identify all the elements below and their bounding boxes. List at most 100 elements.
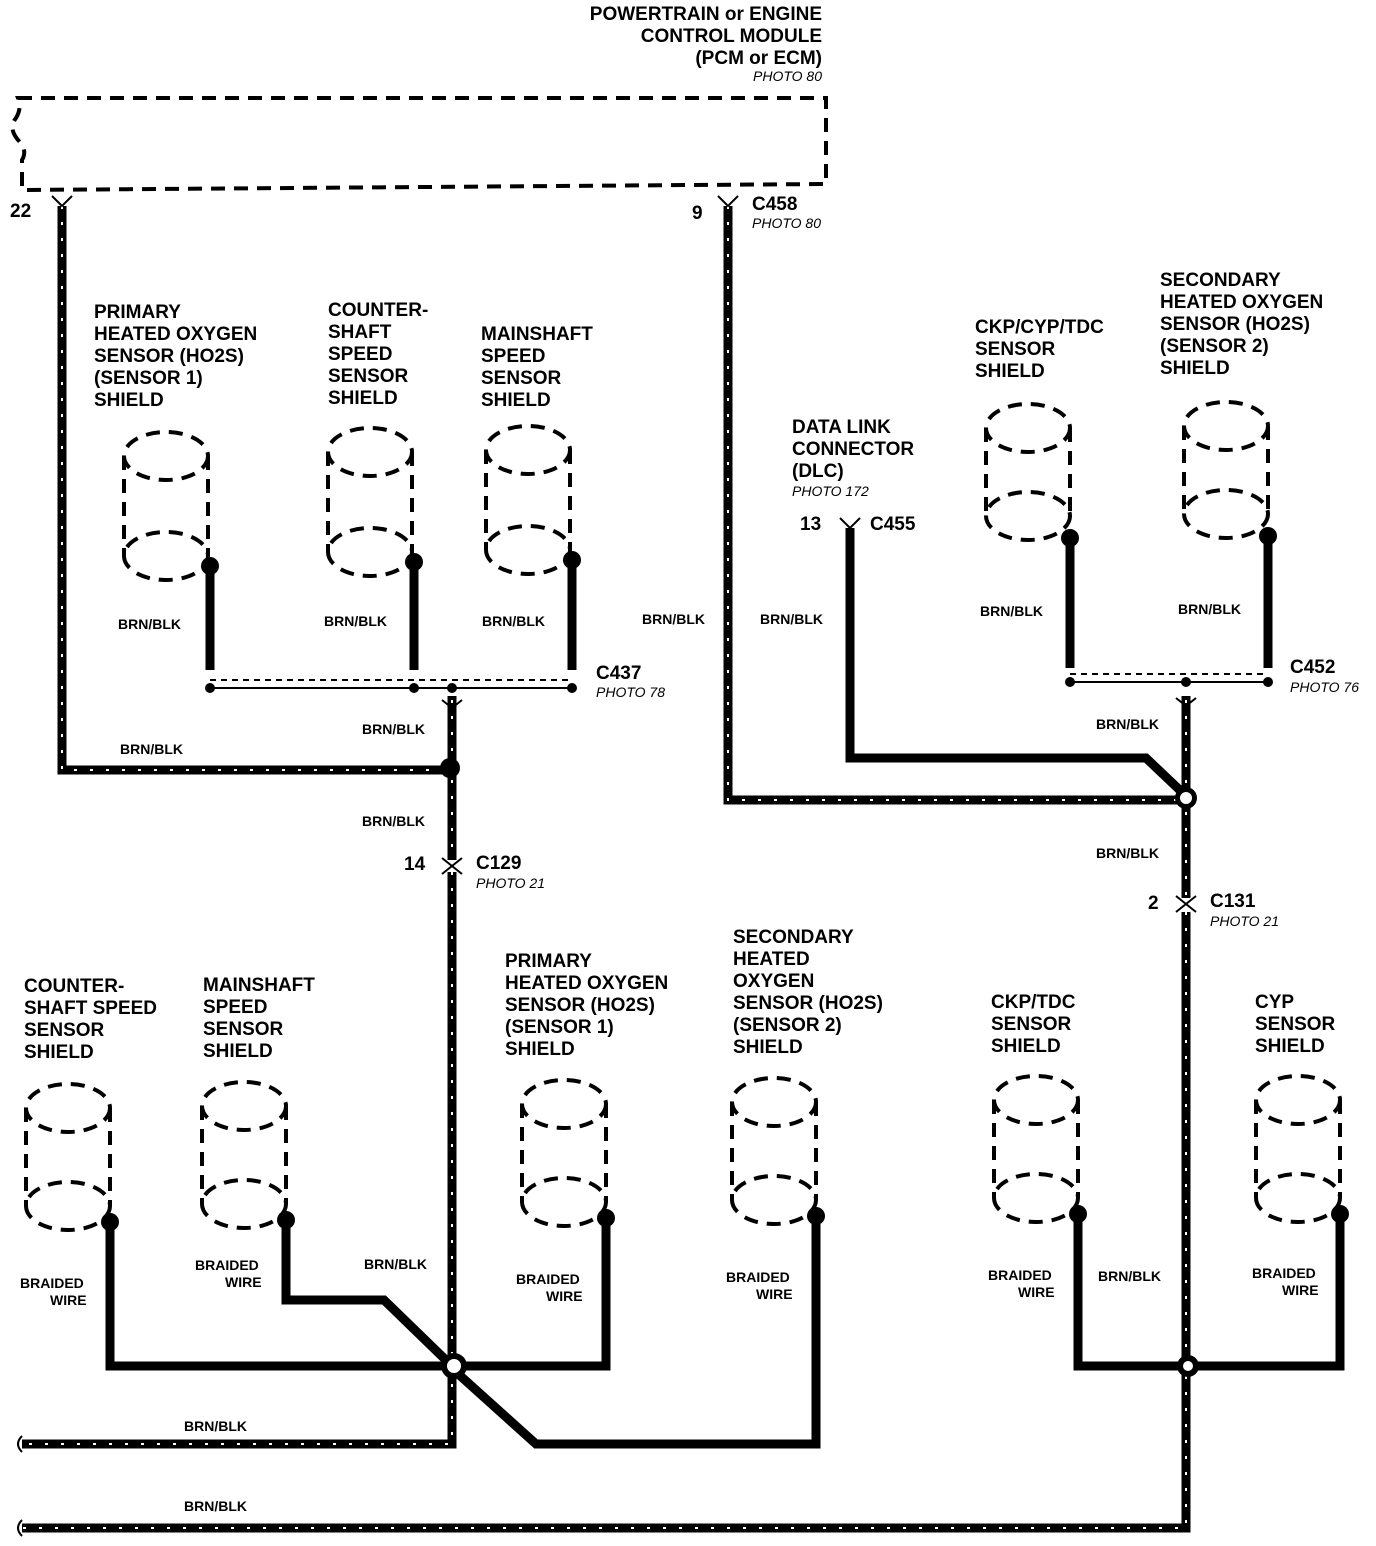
wire-label-c437-out: BRN/BLK [362, 721, 425, 737]
pcm-photo-ref: PHOTO 80 [753, 68, 822, 84]
c455-label: C455 [870, 514, 916, 535]
top-shield-4-line-3: SHIELD [975, 361, 1045, 382]
connector-symbols [51, 195, 1197, 913]
bottom-shield-5-line-1: CKP/TDC [991, 992, 1076, 1013]
braided-label-5-line-2: WIRE [1018, 1284, 1055, 1300]
top-shield-2-line-2: SHAFT [328, 322, 392, 343]
wire-label-top-1: BRN/BLK [118, 616, 181, 632]
top-shield-5-line-5: SHIELD [1160, 358, 1230, 379]
braided-label-4-line-1: BRAIDED [726, 1269, 790, 1285]
bottom-shield-2-line-1: MAINSHAFT [203, 975, 315, 996]
top-shield-1-line-5: SHIELD [94, 390, 164, 411]
wire-label-pcm22: BRN/BLK [120, 741, 183, 757]
c131-label: C131 [1210, 891, 1256, 912]
bottom-shield-1-line-2: SHAFT SPEED [24, 998, 157, 1019]
splice-points [205, 677, 1273, 1379]
bottom-shield-1-line-3: SENSOR [24, 1020, 105, 1041]
wire-label-pcm9: BRN/BLK [642, 611, 705, 627]
braided-label-3-line-1: BRAIDED [516, 1271, 580, 1287]
top-shield-1-line-1: PRIMARY [94, 302, 181, 323]
c129-label: C129 [476, 853, 521, 874]
bottom-shield-4-line-6: SHIELD [733, 1037, 803, 1058]
pin-9-label: 9 [692, 203, 703, 224]
bottom-shield-3-line-5: SHIELD [505, 1039, 575, 1060]
bottom-shield-4-line-5: (SENSOR 2) [733, 1015, 842, 1036]
top-shield-5-line-1: SECONDARY [1160, 270, 1281, 291]
wire-label-c131-down: BRN/BLK [1098, 1268, 1161, 1284]
bottom-shield-1-line-1: COUNTER- [24, 976, 124, 997]
braided-label-3-line-2: WIRE [546, 1288, 583, 1304]
top-shield-2-line-3: SPEED [328, 344, 392, 365]
braided-label-2-line-2: WIRE [225, 1274, 262, 1290]
pin-2-label: 2 [1148, 893, 1159, 914]
top-shield-2-line-4: SENSOR [328, 366, 409, 387]
bottom-shield-cylinders [24, 1074, 1349, 1232]
top-shield-2-line-5: SHIELD [328, 388, 398, 409]
bottom-shield-6-line-2: SENSOR [1255, 1014, 1336, 1035]
top-shield-5-line-4: (SENSOR 2) [1160, 336, 1269, 357]
braided-label-6-line-1: BRAIDED [1252, 1265, 1316, 1281]
bottom-shield-1-line-4: SHIELD [24, 1042, 94, 1063]
c437-photo: PHOTO 78 [596, 684, 665, 700]
pcm-title-line-2: CONTROL MODULE [641, 26, 822, 47]
wire-harness [17, 206, 1345, 1537]
bottom-shield-4-line-3: OXYGEN [733, 971, 814, 992]
top-shield-3-line-2: SPEED [481, 346, 545, 367]
wire-label-top-2: BRN/BLK [324, 613, 387, 629]
bottom-shield-4-line-1: SECONDARY [733, 927, 854, 948]
wire-label-top-5: BRN/BLK [1178, 601, 1241, 617]
c452-photo: PHOTO 76 [1290, 679, 1359, 695]
braided-label-4-line-2: WIRE [756, 1286, 793, 1302]
bottom-shield-4-line-2: HEATED [733, 949, 810, 970]
top-shield-5-line-2: HEATED OXYGEN [1160, 292, 1323, 313]
wire-label-ground-2: BRN/BLK [184, 1498, 247, 1514]
dlc-line-2: CONNECTOR [792, 439, 914, 460]
bottom-shield-3-line-2: HEATED OXYGEN [505, 973, 668, 994]
bottom-shield-5-line-2: SENSOR [991, 1014, 1072, 1035]
wire-label-c452-out: BRN/BLK [1096, 716, 1159, 732]
braided-label-6-line-2: WIRE [1282, 1282, 1319, 1298]
pcm-title-line-3: (PCM or ECM) [695, 48, 822, 69]
top-shield-labels: PRIMARY HEATED OXYGEN SENSOR (HO2S) (SEN… [94, 270, 1323, 411]
wire-label-c129-down: BRN/BLK [364, 1256, 427, 1272]
top-shield-4-line-2: SENSOR [975, 339, 1056, 360]
c458-label: C458 [752, 194, 797, 215]
bottom-shield-6-line-3: SHIELD [1255, 1036, 1325, 1057]
top-shield-1-line-4: (SENSOR 1) [94, 368, 203, 389]
c131-photo: PHOTO 21 [1210, 913, 1279, 929]
top-shield-3-line-4: SHIELD [481, 390, 551, 411]
bottom-shield-2-line-3: SENSOR [203, 1019, 284, 1040]
wire-color-labels: BRN/BLK BRN/BLK BRN/BLK BRN/BLK BRN/BLK … [20, 601, 1319, 1514]
c452-label: C452 [1290, 657, 1335, 678]
pin-22-label: 22 [10, 201, 31, 222]
dlc-line-3: (DLC) [792, 461, 844, 482]
wire-label-top-4: BRN/BLK [980, 603, 1043, 619]
wire-label-ground-1: BRN/BLK [184, 1418, 247, 1434]
dlc-photo: PHOTO 172 [792, 483, 869, 499]
top-shield-3-line-1: MAINSHAFT [481, 324, 593, 345]
braided-label-5-line-1: BRAIDED [988, 1267, 1052, 1283]
dlc-line-1: DATA LINK [792, 417, 891, 438]
bottom-shield-3-line-4: (SENSOR 1) [505, 1017, 614, 1038]
pcm-module: POWERTRAIN or ENGINE CONTROL MODULE (PCM… [10, 4, 828, 193]
c129-photo: PHOTO 21 [476, 875, 545, 891]
bottom-shield-2-line-2: SPEED [203, 997, 267, 1018]
c437-label: C437 [596, 663, 641, 684]
braided-label-1-line-1: BRAIDED [20, 1275, 84, 1291]
pin-14-label: 14 [404, 854, 426, 875]
c458-photo: PHOTO 80 [752, 215, 821, 231]
top-shield-1-line-2: HEATED OXYGEN [94, 324, 257, 345]
bottom-shield-3-line-1: PRIMARY [505, 951, 592, 972]
bottom-shield-6-line-1: CYP [1255, 992, 1294, 1013]
wire-label-to-c131: BRN/BLK [1096, 845, 1159, 861]
wire-label-top-3: BRN/BLK [482, 613, 545, 629]
pcm-title-line-1: POWERTRAIN or ENGINE [590, 4, 822, 25]
dlc-label: DATA LINK CONNECTOR (DLC) PHOTO 172 [792, 417, 914, 499]
connector-labels: 22 9 C458 PHOTO 80 C437 PHOTO 78 C452 PH… [10, 194, 1359, 929]
bottom-shield-labels: COUNTER- SHAFT SPEED SENSOR SHIELD MAINS… [24, 927, 1336, 1063]
bottom-shield-5-line-3: SHIELD [991, 1036, 1061, 1057]
pin-13-label: 13 [800, 514, 821, 535]
wire-label-to-c129: BRN/BLK [362, 813, 425, 829]
top-shield-cylinders [122, 400, 1277, 582]
